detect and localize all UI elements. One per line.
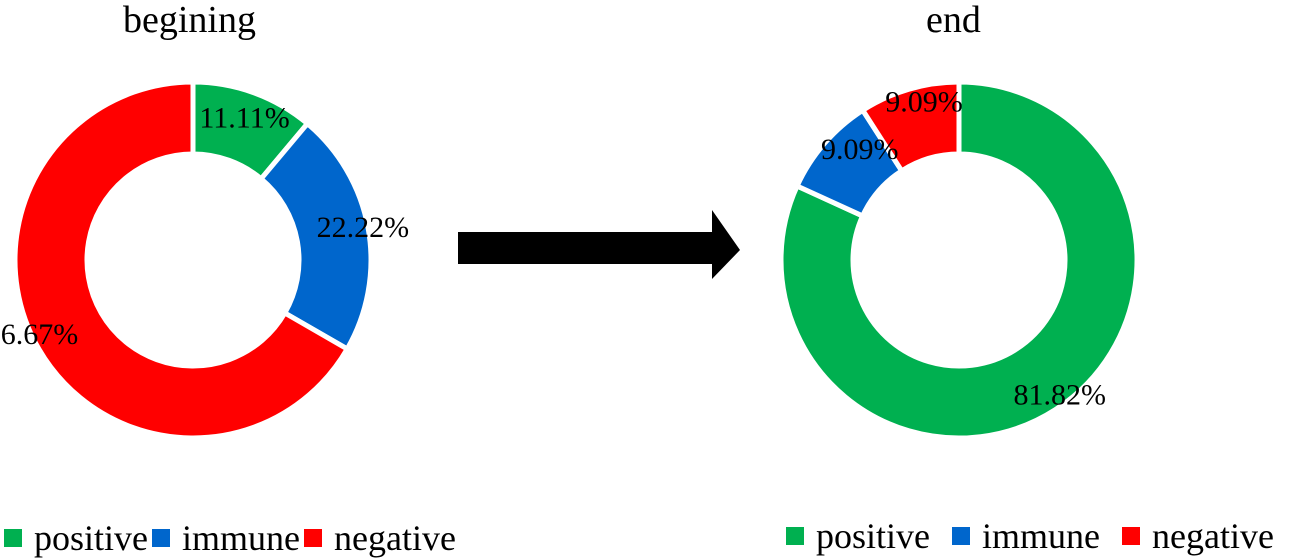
chart-title-end: end [926,0,981,41]
slice-positive [778,79,1140,441]
legend-item-negative: negative [1121,515,1274,557]
donut-end: 81.82% 9.09% 9.09% [778,79,1140,441]
chart-title-begining: begining [123,0,256,41]
legend-label-negative: negative [1151,516,1274,556]
data-label-positive: 11.11% [199,101,289,134]
slice-negative [859,79,962,175]
slice-immune [257,120,374,353]
legend-item-positive: positive [4,517,148,559]
legend-swatch-immune [152,529,170,547]
slice-negative [12,79,351,441]
legend-label-immune: immune [982,516,1100,556]
legend-swatch-negative [303,529,322,547]
legend-swatch-positive [4,529,22,547]
legend-label-positive: positive [34,518,148,558]
data-label-immune: 9.09% [821,133,899,166]
data-label-negative: 66.67% [0,318,78,351]
legend-item-immune: immune [952,515,1100,557]
data-label-immune: 22.22% [317,211,410,244]
legend-label-immune: immune [182,518,300,558]
legend-item-positive: positive [786,515,930,557]
right-arrow-icon [458,210,740,279]
legend-label-positive: positive [816,516,930,556]
data-label-negative: 9.09% [885,86,963,119]
donut-begining: 11.11% 22.22% 66.67% [0,79,410,441]
legend-begining: positive immune negative [4,517,460,559]
legend-item-immune: immune [152,517,300,559]
legend-swatch-positive [786,527,804,545]
legend-end: positive immune negative [786,515,1274,557]
legend-label-negative: negative [333,518,456,558]
legend-swatch-negative [1121,527,1140,545]
legend-swatch-immune [952,527,970,545]
data-label-positive: 81.82% [1014,378,1107,411]
legend-item-negative: negative [303,517,456,559]
